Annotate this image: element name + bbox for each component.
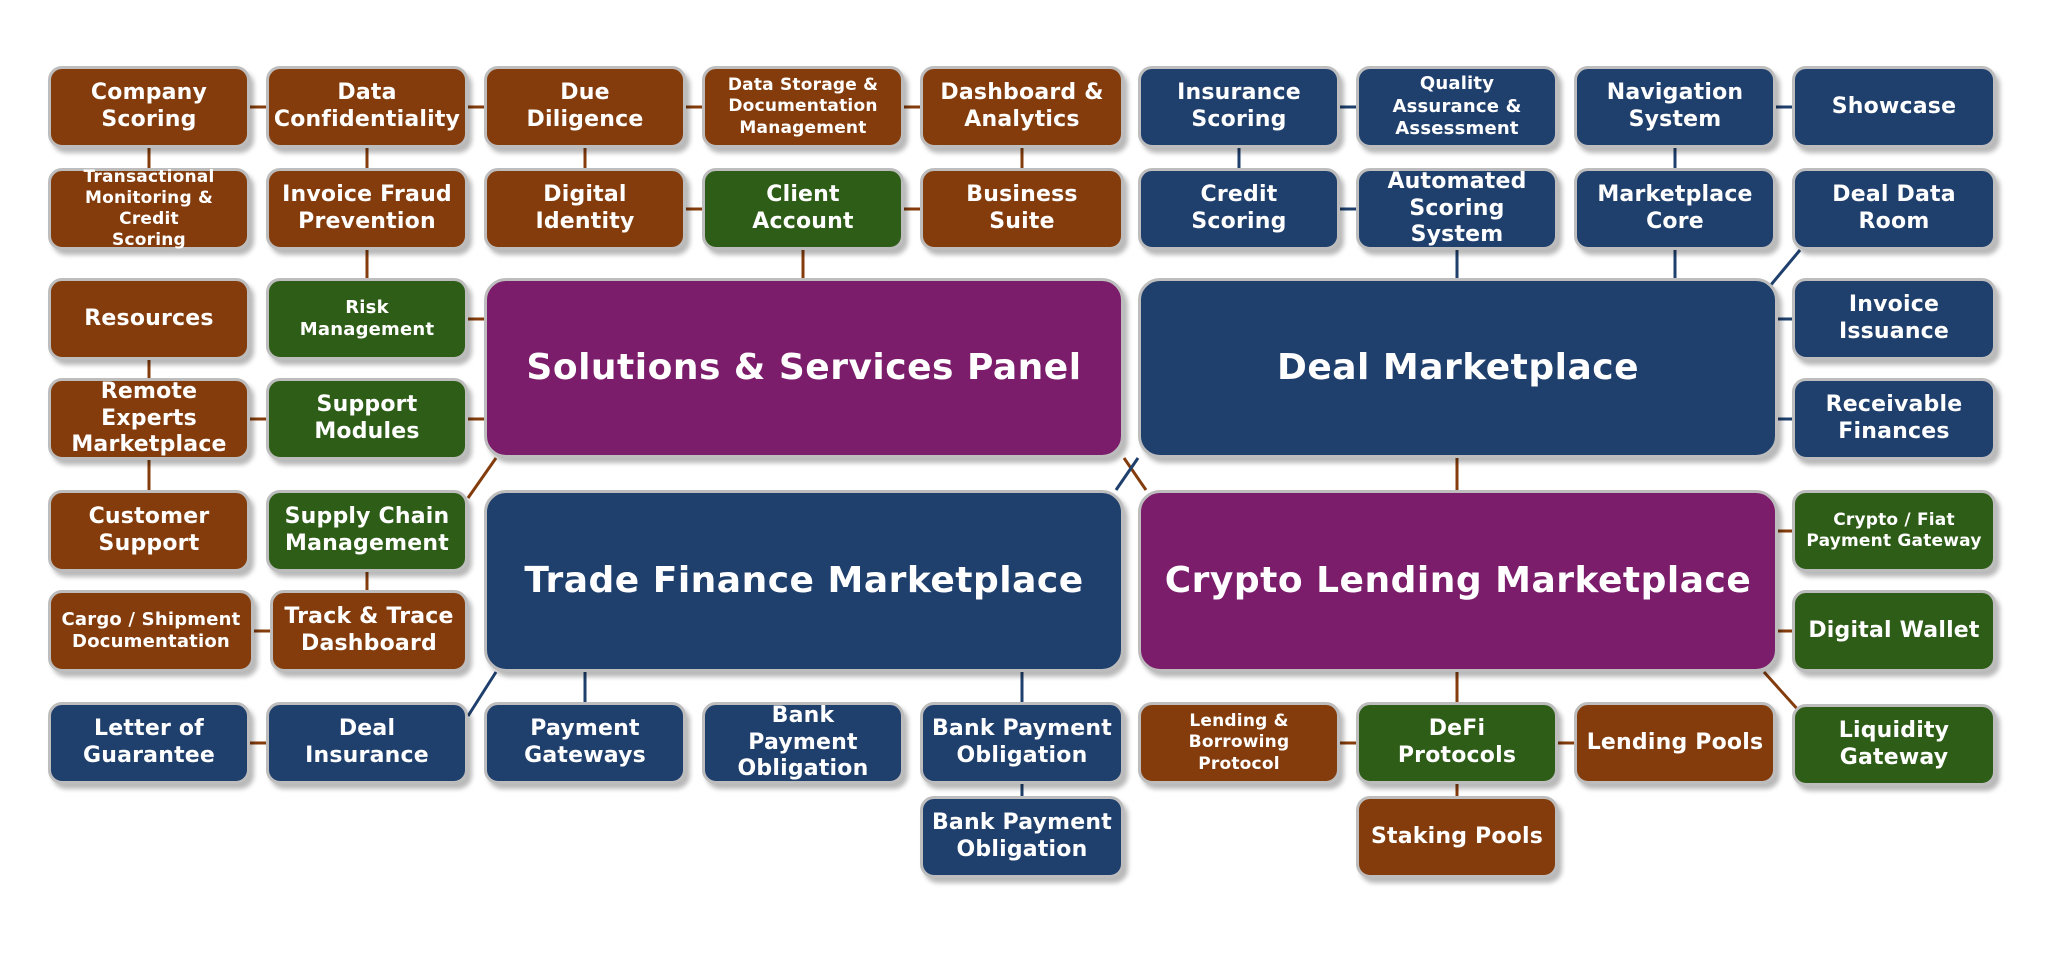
module-deal-data-room: Deal Data Room [1792,168,1996,250]
module-label: Supply Chain Management [284,504,450,556]
module-label: Customer Support [88,504,210,556]
module-label: Remote Experts Marketplace [71,378,227,458]
module-quality-assurance: Quality Assurance & Assessment [1356,66,1558,148]
module-label: Resources [84,305,214,331]
module-letter-of-guarantee: Letter of Guarantee [48,702,250,784]
module-label: Track & Trace Dashboard [284,604,454,656]
module-marketplace-core: Marketplace Core [1574,168,1776,250]
module-label: Client Account [752,182,854,234]
connector-line [466,671,498,717]
module-payment-gateways: Payment Gateways [484,702,686,784]
connector-line [1122,457,1148,491]
module-label: Insurance Scoring [1177,80,1301,132]
connector-line [1114,457,1140,491]
module-automated-scoring-system: Automated Scoring System [1356,168,1558,250]
module-invoice-issuance: Invoice Issuance [1792,278,1996,360]
module-bank-payment-obligation: Bank Payment Obligation [920,796,1124,878]
module-resources: Resources [48,278,250,360]
module-defi-protocols: DeFi Protocols [1356,702,1558,784]
module-navigation-system: Navigation System [1574,66,1776,148]
module-label: Bank Payment Obligation [931,716,1113,768]
module-risk-management: Risk Management [266,278,468,360]
connector-line [1768,249,1802,287]
module-customer-support: Customer Support [48,490,250,572]
crypto-lending-marketplace-panel: Crypto Lending Marketplace [1138,490,1778,672]
module-label: Lending Pools [1586,729,1764,755]
module-label: Invoice Fraud Prevention [282,182,452,234]
module-label: Receivable Finances [1825,392,1963,444]
module-label: Cargo / Shipment Documentation [61,608,241,653]
module-label: Transactional Monitoring & Credit Scorin… [83,166,215,251]
module-data-confidentiality: Data Confidentiality [266,66,468,148]
module-label: Deal Data Room [1832,182,1956,234]
trade-finance-marketplace-panel: Trade Finance Marketplace [484,490,1124,672]
module-label: Business Suite [966,182,1078,234]
module-staking-pools: Staking Pools [1356,796,1558,878]
module-label: Credit Scoring [1191,182,1287,234]
module-label: Staking Pools [1370,823,1544,849]
module-due-diligence: Due Diligence [484,66,686,148]
module-label: Support Modules [314,392,420,444]
module-label: Payment Gateways [524,716,646,768]
module-label: Crypto / Fiat Payment Gateway [1806,509,1982,551]
solutions-services-panel-label: Solutions & Services Panel [526,347,1082,389]
module-invoice-fraud-prevention: Invoice Fraud Prevention [266,168,468,250]
module-label: Risk Management [299,296,435,341]
module-label: Company Scoring [90,80,208,132]
module-showcase: Showcase [1792,66,1996,148]
module-data-storage-documentation: Data Storage & Documentation Management [702,66,904,148]
module-crypto-fiat-payment-gateway: Crypto / Fiat Payment Gateway [1792,490,1996,572]
module-remote-experts-marketplace: Remote Experts Marketplace [48,378,250,460]
module-lending-borrowing-protocol: Lending & Borrowing Protocol [1138,702,1340,784]
module-label: Automated Scoring System [1387,168,1527,248]
module-label: Digital Identity [535,182,635,234]
deal-marketplace-panel-label: Deal Marketplace [1276,347,1640,389]
module-label: Quality Assurance & Assessment [1392,73,1522,140]
trade-finance-marketplace-panel-label: Trade Finance Marketplace [524,560,1084,602]
deal-marketplace-panel: Deal Marketplace [1138,278,1778,458]
module-lending-pools: Lending Pools [1574,702,1776,784]
module-support-modules: Support Modules [266,378,468,460]
solutions-services-panel: Solutions & Services Panel [484,278,1124,458]
module-label: Marketplace Core [1597,182,1753,234]
module-label: Dashboard & Analytics [940,80,1104,132]
module-digital-wallet: Digital Wallet [1792,590,1996,672]
module-label: Showcase [1831,93,1957,119]
module-insurance-scoring: Insurance Scoring [1138,66,1340,148]
connector-line [1762,670,1802,714]
module-transactional-monitoring: Transactional Monitoring & Credit Scorin… [48,166,250,251]
module-label: Lending & Borrowing Protocol [1188,711,1290,774]
module-label: Deal Insurance [305,716,429,768]
module-label: Data Storage & Documentation Management [727,75,879,138]
connector-line [466,457,498,499]
module-supply-chain-management: Supply Chain Management [266,490,468,572]
module-label: Bank Payment Obligation [931,810,1113,862]
module-label: Navigation System [1606,80,1744,132]
module-business-suite: Business Suite [920,168,1124,250]
module-cargo-shipment-documentation: Cargo / Shipment Documentation [48,590,254,672]
module-track-trace-dashboard: Track & Trace Dashboard [270,590,468,672]
module-bank-payment-obligation: Bank Payment Obligation [702,702,904,784]
module-credit-scoring: Credit Scoring [1138,168,1340,250]
module-deal-insurance: Deal Insurance [266,702,468,784]
module-label: DeFi Protocols [1397,716,1517,768]
module-dashboard-analytics: Dashboard & Analytics [920,66,1124,148]
module-label: Invoice Issuance [1838,292,1950,344]
crypto-lending-marketplace-panel-label: Crypto Lending Marketplace [1164,560,1752,602]
module-digital-identity: Digital Identity [484,168,686,250]
module-label: Digital Wallet [1808,617,1980,643]
module-label: Due Diligence [526,80,644,132]
module-bank-payment-obligation: Bank Payment Obligation [920,702,1124,784]
module-liquidity-gateway: Liquidity Gateway [1792,704,1996,786]
module-label: Data Confidentiality [273,80,461,132]
module-label: Bank Payment Obligation [737,702,869,782]
module-receivable-finances: Receivable Finances [1792,378,1996,460]
module-label: Liquidity Gateway [1838,718,1950,770]
module-label: Letter of Guarantee [82,716,216,768]
module-company-scoring: Company Scoring [48,66,250,148]
module-client-account: Client Account [702,168,904,250]
